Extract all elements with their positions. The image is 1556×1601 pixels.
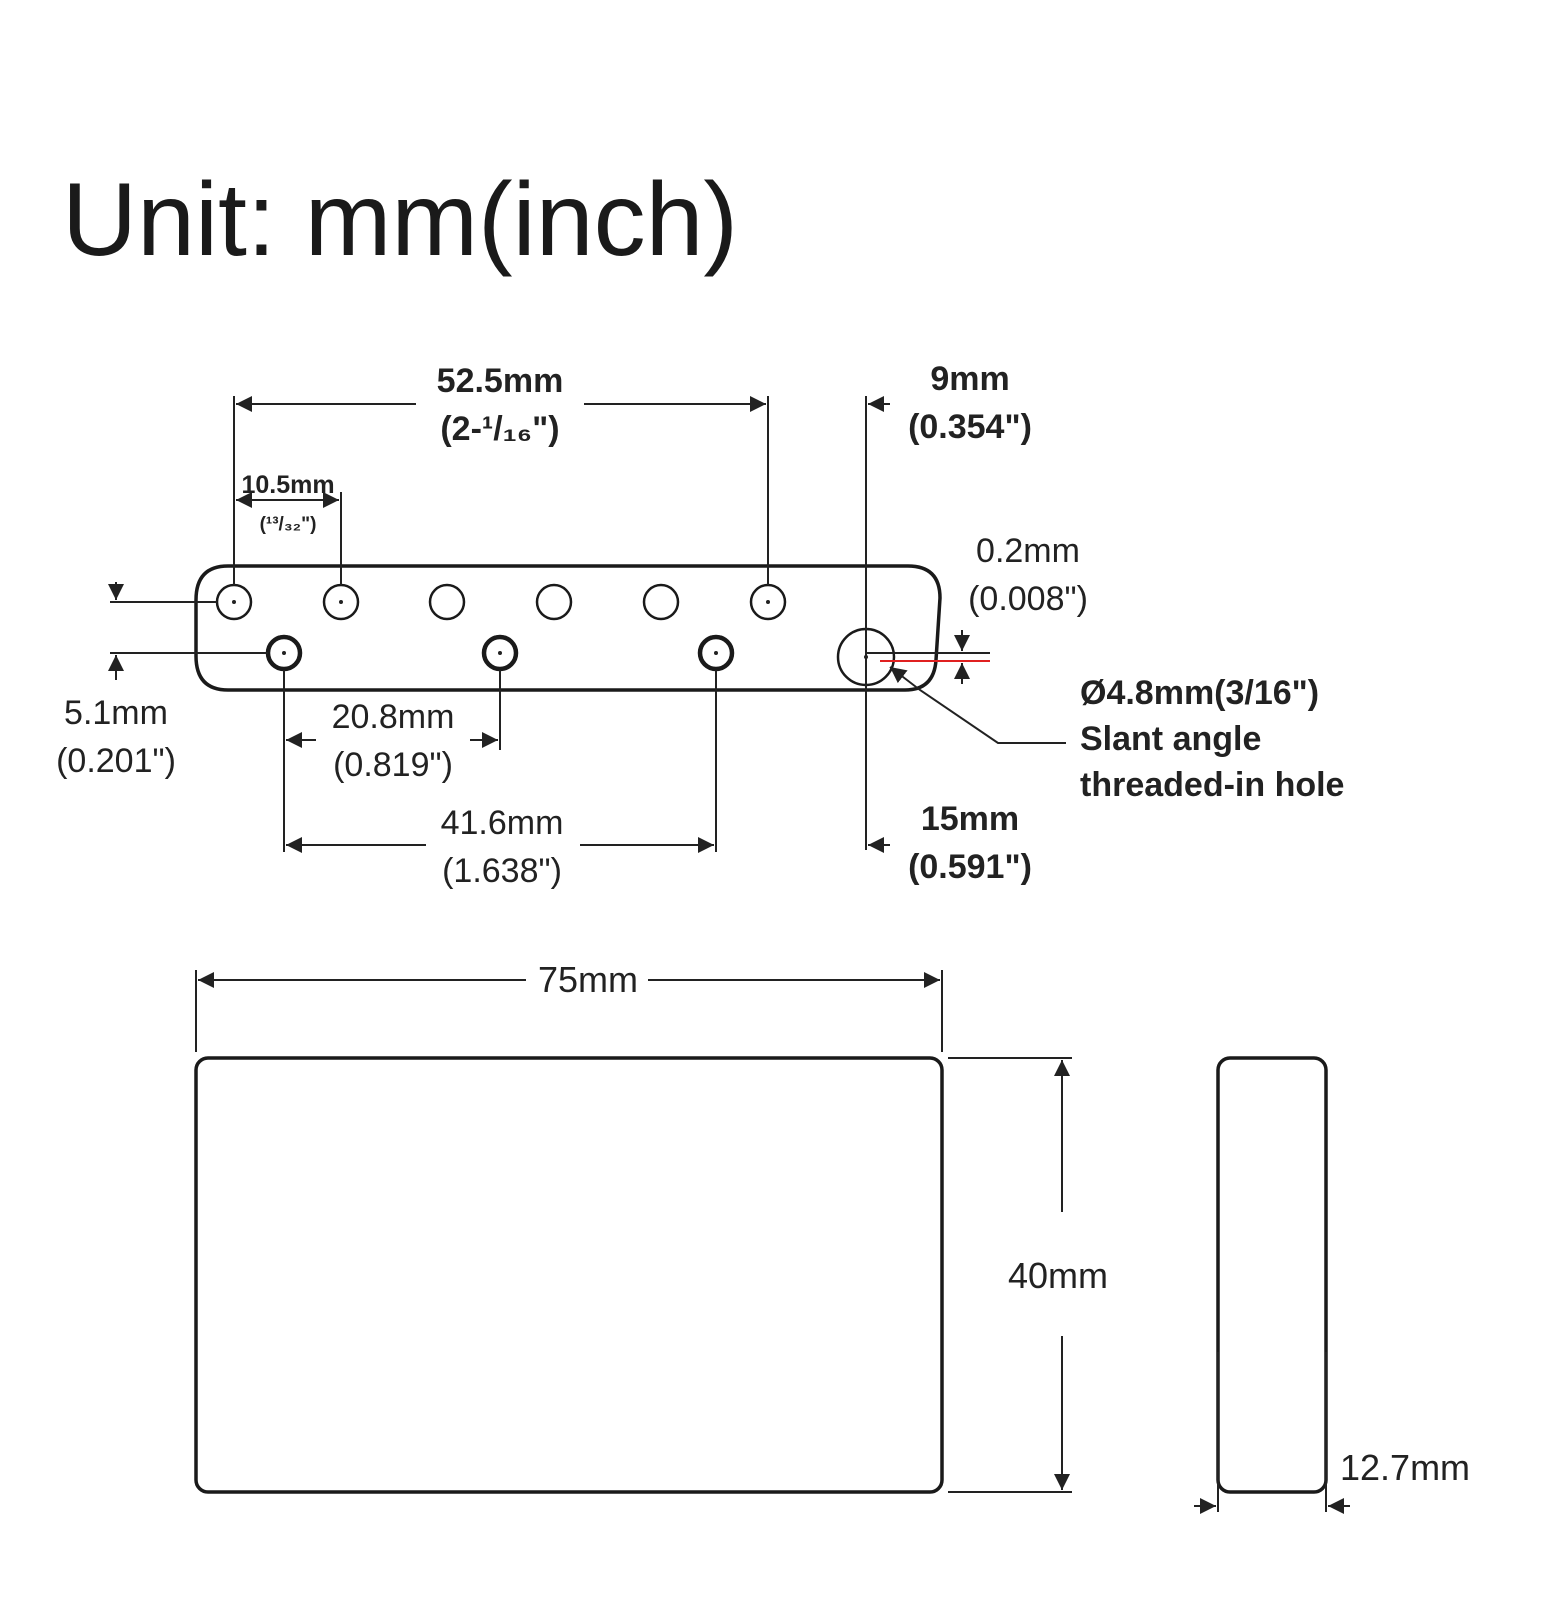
front-view: 75mm 40mm <box>194 959 1108 1494</box>
side-thickness: 12.7mm <box>1340 1447 1470 1488</box>
dim-20-8-inch: (0.819") <box>333 746 453 784</box>
string-hole <box>642 583 680 621</box>
top-view: 52.5mm (2-¹/₁₆") 10.5mm (¹³/₃₂") 9mm (0.… <box>56 360 1344 890</box>
dim-41-6-inch: (1.638") <box>442 852 562 890</box>
hole-note-threaded: threaded-in hole <box>1080 766 1344 804</box>
dim-9-mm: 9mm <box>930 360 1009 398</box>
dim-15-inch: (0.591") <box>908 848 1032 886</box>
dim-0-2-inch: (0.008") <box>968 580 1088 618</box>
dim-5-1-inch: (0.201") <box>56 742 176 780</box>
side-block-outline <box>1216 1056 1328 1494</box>
front-height: 40mm <box>1008 1255 1108 1296</box>
hole-center <box>282 651 286 655</box>
front-width: 75mm <box>538 959 638 1000</box>
dim-5-1-mm: 5.1mm <box>64 694 168 732</box>
string-hole <box>428 583 466 621</box>
dim-52-5-mm: 52.5mm <box>437 362 564 400</box>
dim-20-8-mm: 20.8mm <box>332 698 455 736</box>
dim-10-5-inch: (¹³/₃₂") <box>260 514 317 535</box>
hole-center <box>766 600 770 604</box>
hole-center <box>232 600 236 604</box>
dim-0-2-mm: 0.2mm <box>976 532 1080 570</box>
front-block-outline <box>194 1056 944 1494</box>
dim-52-5-inch: (2-¹/₁₆") <box>440 410 559 448</box>
side-view: 12.7mm <box>1194 1056 1470 1514</box>
hole-note-slant: Slant angle <box>1080 720 1261 758</box>
dim-41-6-mm: 41.6mm <box>441 804 564 842</box>
hole-center <box>498 651 502 655</box>
hole-center <box>339 600 343 604</box>
hole-center <box>714 651 718 655</box>
dim-10-5-mm: 10.5mm <box>241 471 334 499</box>
dim-9-inch: (0.354") <box>908 408 1032 446</box>
unit-title: Unit: mm(inch) <box>62 162 738 278</box>
string-hole <box>535 583 573 621</box>
top-plate-outline <box>194 564 942 692</box>
hole-note-diameter: Ø4.8mm(3/16") <box>1080 674 1319 712</box>
dim-15-mm: 15mm <box>921 800 1019 838</box>
